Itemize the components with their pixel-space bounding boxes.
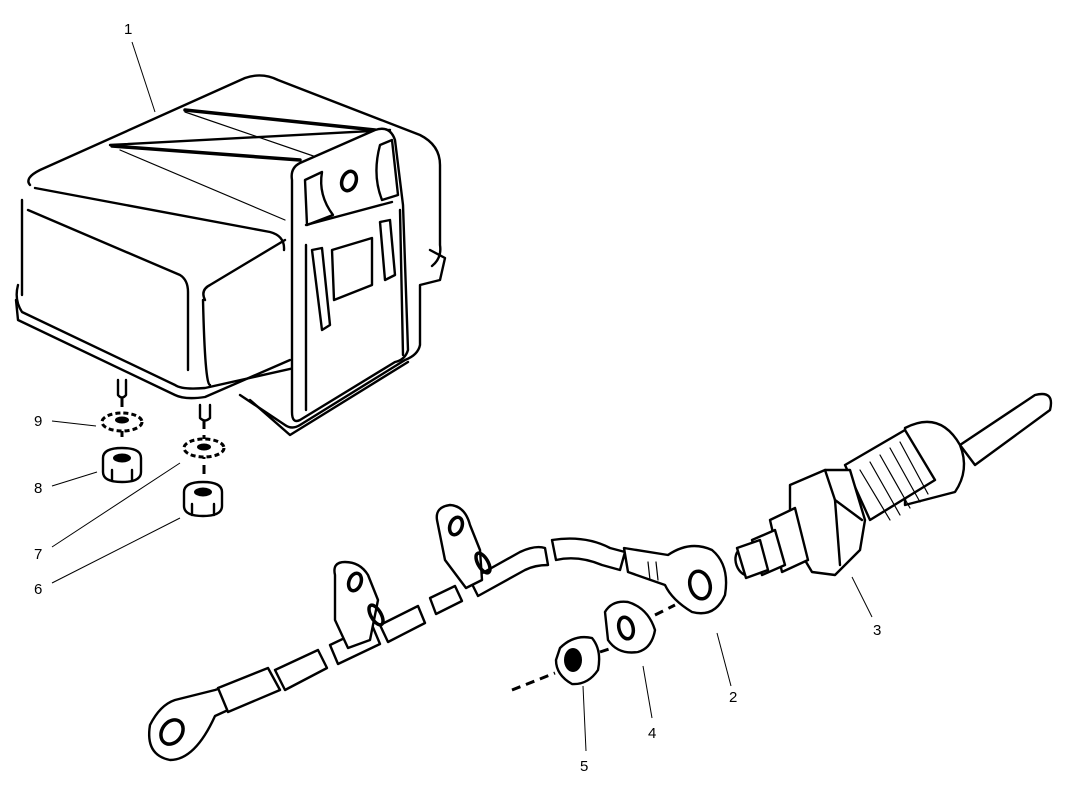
nut-8: [101, 446, 143, 484]
leader-lines: [51, 41, 873, 752]
callout-4: 4: [648, 725, 657, 742]
callout-1: 1: [124, 21, 133, 38]
nut-5: [554, 635, 601, 686]
cable-harness: [148, 503, 728, 762]
lock-washer-9: [100, 398, 144, 440]
callout-8: 8: [34, 480, 43, 497]
callout-7: 7: [34, 546, 43, 563]
nut-6: [182, 480, 224, 518]
callout-9: 9: [34, 413, 43, 430]
relay-housing: [14, 74, 447, 437]
callout-5: 5: [580, 758, 589, 775]
callout-3: 3: [873, 622, 882, 639]
washer-4: [603, 600, 657, 654]
callout-2: 2: [729, 689, 738, 706]
glow-plug: [734, 392, 1053, 580]
lock-washer-7: [182, 420, 226, 478]
callout-6: 6: [34, 581, 43, 598]
